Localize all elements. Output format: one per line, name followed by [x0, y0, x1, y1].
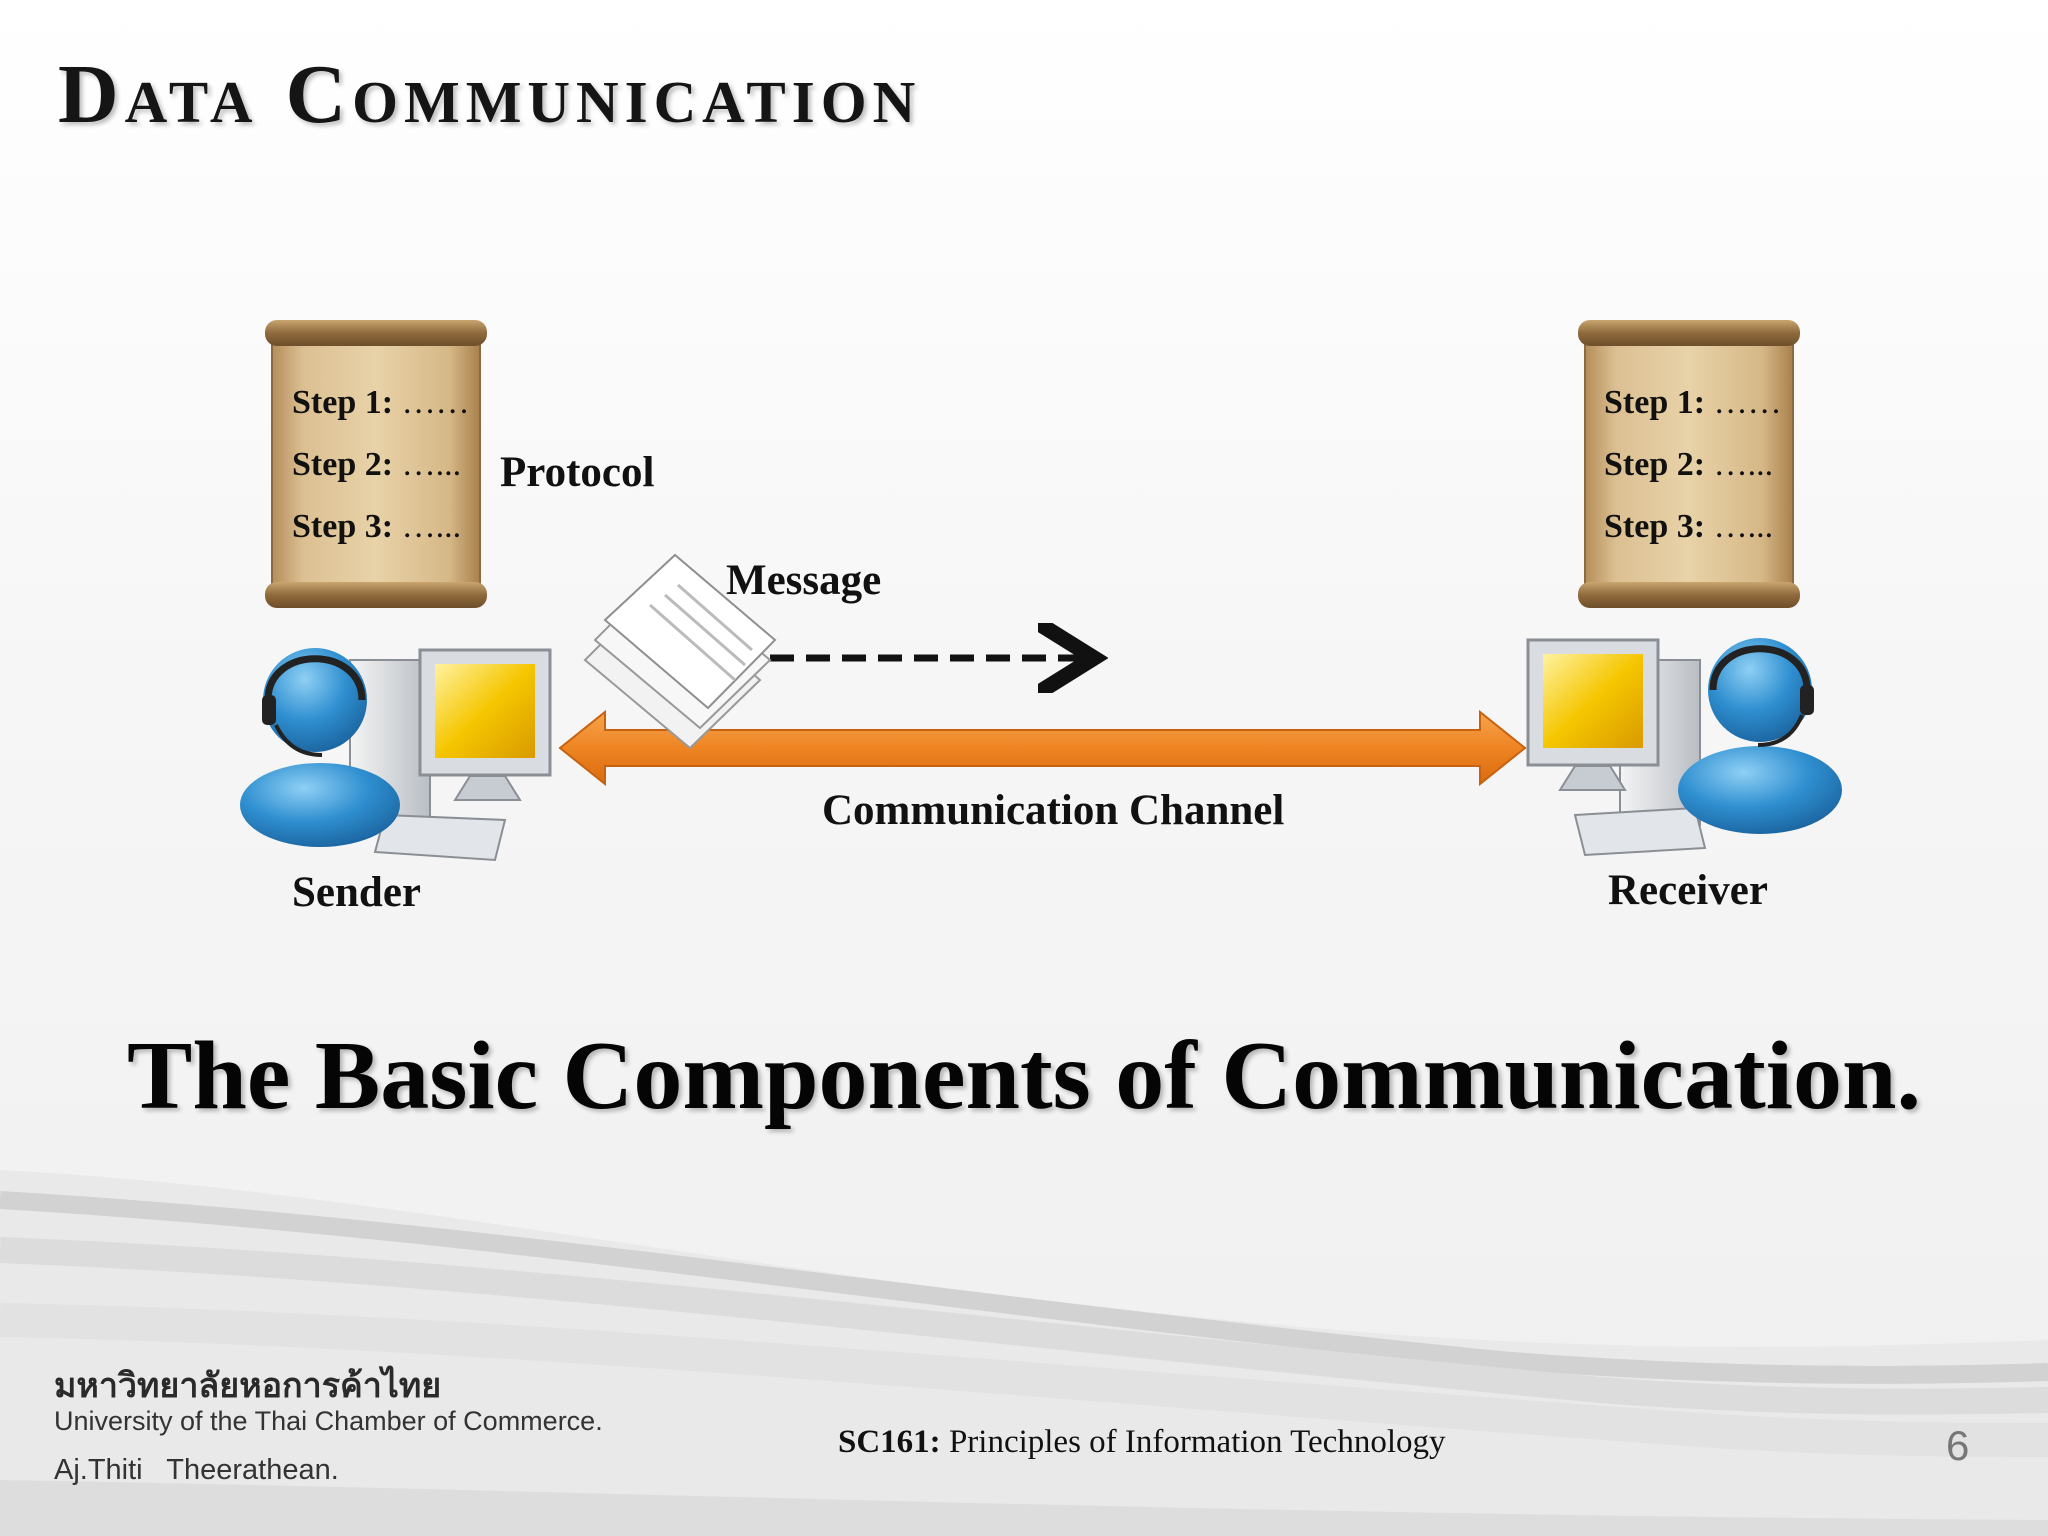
- communication-channel-arrow: [558, 709, 1527, 787]
- receiver-scroll-step-2: Step 2: …...: [1604, 446, 1774, 483]
- sender-scroll-step-2: Step 2: …...: [292, 446, 462, 483]
- receiver-label: Receiver: [1608, 867, 1768, 914]
- course-name: Principles of Information Technology: [940, 1424, 1446, 1460]
- university-name-english: University of the Thai Chamber of Commer…: [54, 1406, 603, 1436]
- author-name: Aj.Thiti Theerathean.: [54, 1454, 339, 1486]
- course-footer: SC161: Principles of Information Technol…: [838, 1424, 1446, 1461]
- slide-title: Data Communication: [58, 48, 922, 141]
- receiver-scroll-step-1: Step 1: ……: [1604, 384, 1782, 421]
- course-code: SC161:: [838, 1424, 941, 1460]
- sender-label: Sender: [292, 869, 421, 916]
- receiver-scroll-step-3: Step 3: …...: [1604, 508, 1774, 545]
- protocol-label: Protocol: [500, 449, 655, 496]
- message-paper-stack-icon: [583, 553, 777, 750]
- university-name-thai: มหาวิทยาลัยหอการค้าไทย: [54, 1366, 442, 1406]
- sender-computer-person-icon: [240, 648, 552, 862]
- sender-scroll-step-3: Step 3: …...: [292, 508, 462, 545]
- message-label: Message: [726, 557, 882, 604]
- page-number: 6: [1946, 1422, 1970, 1469]
- channel-label: Communication Channel: [822, 787, 1285, 834]
- receiver-computer-person-icon: [1526, 638, 1842, 857]
- receiver-protocol-scroll-icon: [1578, 320, 1800, 608]
- sender-protocol-scroll-icon: [265, 320, 487, 608]
- sender-scroll-step-1: Step 1: ……: [292, 384, 470, 421]
- slide-caption: The Basic Components of Communication.: [126, 1022, 1922, 1130]
